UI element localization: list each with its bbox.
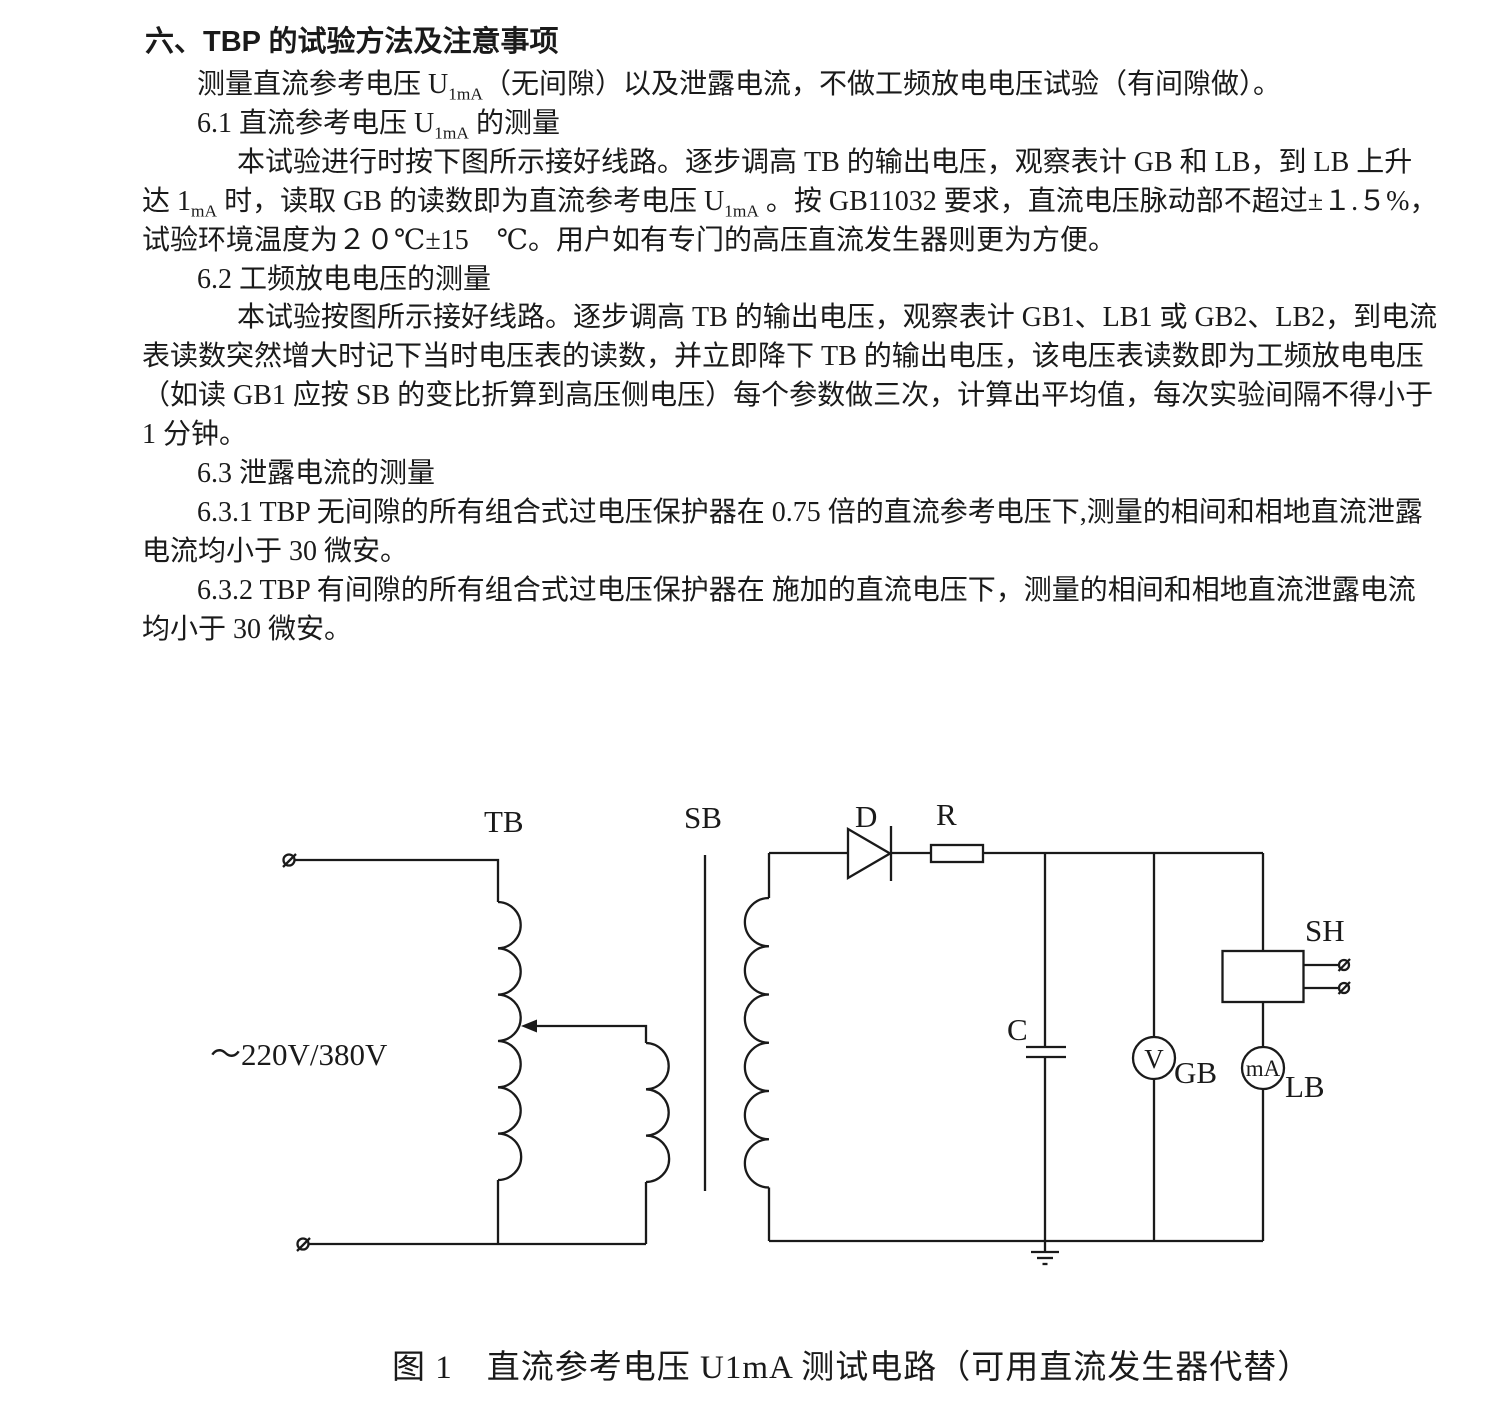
capacitor-symbol [1026,1045,1066,1059]
resistor-label: R [936,797,957,832]
text-line: 试验环境温度为２０℃±15 ℃。用户如有专门的高压直流发生器则更为方便。 [142,224,1117,256]
sb-secondary-coil [743,896,770,1189]
text-line: 本试验按图所示接好线路。逐步调高 TB 的输出电压，观察表计 GB1、LB1 或… [237,302,1438,334]
diode-label: D [855,799,877,834]
sh-terminal-top-icon [1337,958,1351,972]
text-line: 均小于 30 微安。 [142,613,353,645]
ground-icon [1031,1241,1059,1266]
text-line: 1 分钟。 [142,419,248,451]
text-line: 6.3 泄露电流的测量 [197,458,436,490]
figure-caption: 图 1 直流参考电压 U1mA 测试电路（可用直流发生器代替） [392,1350,1312,1386]
lb-label: LB [1285,1069,1325,1104]
text-line: 6.2 工频放电电压的测量 [197,263,492,295]
text-line: 本试验进行时按下图所示接好线路。逐步调高 TB 的输出电压，观察表计 GB 和 … [237,146,1413,178]
text-line: 表读数突然增大时记下当时电压表的读数，并立即降下 TB 的输出电压，该电压表读数… [142,341,1424,373]
gb-label: GB [1174,1055,1217,1090]
tap-arrow [521,1019,537,1033]
diode-symbol [846,826,893,881]
text-line: 6.1 直流参考电压 U1mA 的测量 [197,107,560,143]
text-line: 达 1mA 时，读取 GB 的读数即为直流参考电压 U1mA 。按 GB1103… [142,185,1438,221]
sh-terminal-bottom-icon [1337,981,1351,995]
sb-primary-coil [645,1041,671,1184]
text-line: 6.3.1 TBP 无间隙的所有组合式过电压保护器在 0.75 倍的直流参考电压… [197,496,1423,528]
resistor-symbol [929,843,985,864]
wire [536,1024,648,1043]
sh-label: SH [1305,913,1345,948]
text-line: （如读 GB1 应按 SB 的变比折算到高压侧电压）每个参数做三次，计算出平均值… [142,380,1434,412]
text-line: 测量直流参考电压 U1mA（无间隙）以及泄露电流，不做工频放电电压试验（有间隙做… [197,69,1281,104]
sh-device-box [1221,949,1305,1004]
text-line: 电流均小于 30 微安。 [142,535,409,567]
variac-tb-coil [497,900,523,1182]
tb-label: TB [484,804,524,839]
sb-label: SB [684,800,722,835]
text-line: 6.3.2 TBP 有间隙的所有组合式过电压保护器在 施加的直流电压下，测量的相… [197,574,1416,606]
capacitor-label: C [1007,1012,1028,1047]
voltmeter-symbol-text: V [1144,1044,1164,1074]
body-text: 测量直流参考电压 U1mA（无间隙）以及泄露电流，不做工频放电电压试验（有间隙做… [142,66,1438,650]
wire [294,858,500,902]
milliammeter-symbol-text: mA [1246,1056,1281,1081]
section-title: 六、TBP 的试验方法及注意事项 [145,26,559,58]
source-voltage-label: ～220V/380V [210,1037,388,1072]
